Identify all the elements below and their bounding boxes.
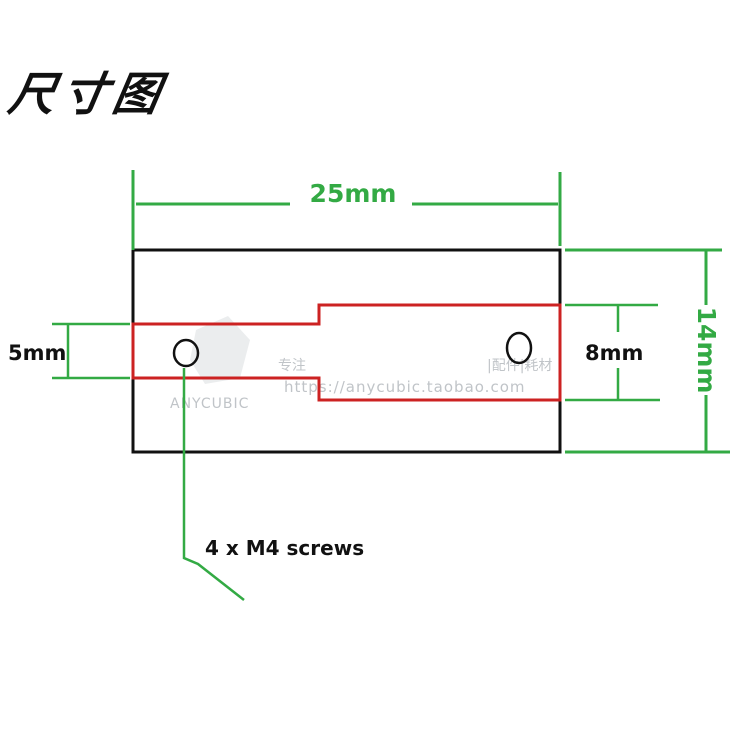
callout-label: 4 x M4 screws [205,536,364,560]
slot-large-dimension [565,303,660,402]
screw-hole-left [172,338,200,368]
callout-leader [182,368,245,601]
watermark-url: https://anycubic.taobao.com [284,378,525,396]
slot-small-dimension [52,322,130,380]
watermark: ANYCUBIC 专注 |配件|耗材 https://anycubic.taob… [170,316,552,412]
page-title: 尺寸图 [4,67,171,121]
width-dimension [131,170,562,250]
slot-small-label: 5mm [8,341,66,365]
screw-hole-right [505,331,533,365]
slot-large-label: 8mm [585,341,643,365]
watermark-logo-icon [190,316,250,384]
height-label: 14mm [692,307,721,394]
watermark-brand: ANYCUBIC [170,396,249,412]
mounting-slot [131,303,562,402]
width-label: 25mm [310,179,397,208]
watermark-shop-cn-right: |配件|耗材 [487,358,552,374]
height-dimension [565,248,730,454]
watermark-shop-cn: 专注 [278,358,306,374]
